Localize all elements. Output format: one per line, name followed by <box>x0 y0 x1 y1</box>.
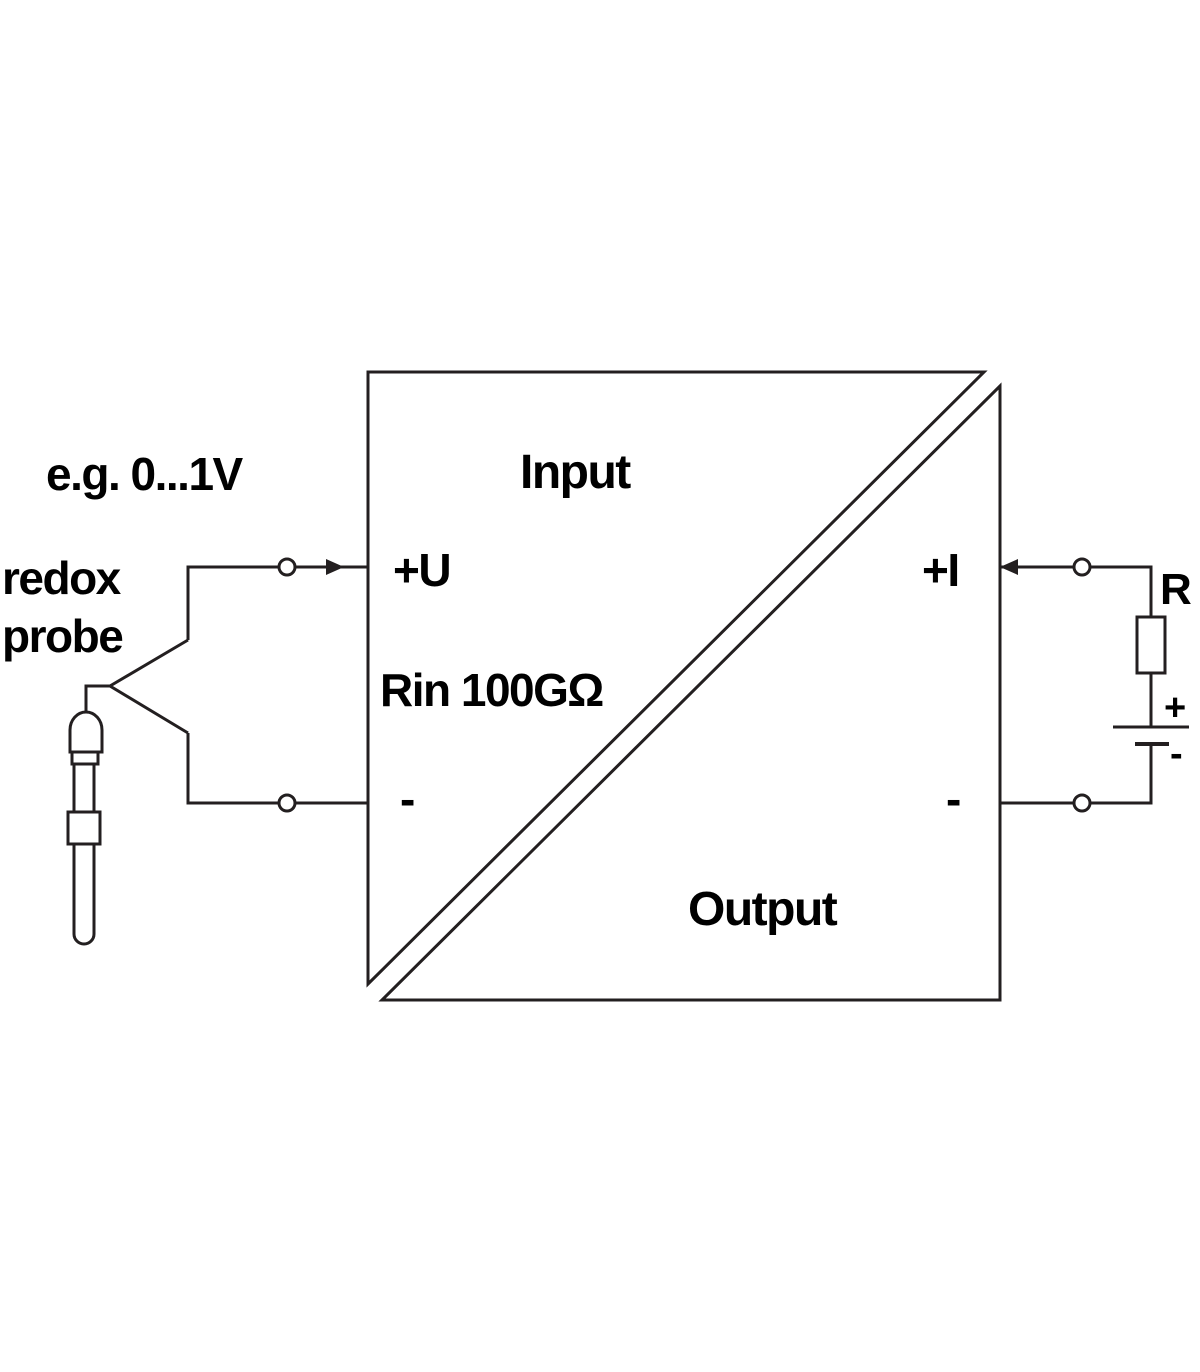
battery-plus-label: + <box>1164 687 1185 729</box>
output-label: Output <box>688 883 838 936</box>
output-block <box>378 382 1002 1002</box>
input-negative-terminal <box>277 793 297 813</box>
input-arrow-icon <box>326 559 344 575</box>
probe-label-line1: redox <box>2 552 122 604</box>
resistor-icon <box>1135 615 1167 675</box>
input-positive-label: +U <box>393 544 450 596</box>
input-negative-label: - <box>400 773 414 825</box>
input-label: Input <box>520 446 631 499</box>
output-positive-label: +I <box>922 544 959 596</box>
output-negative-label: - <box>946 773 960 825</box>
resistor-label: R <box>1160 565 1191 614</box>
battery-minus-label: - <box>1170 733 1182 775</box>
probe-positive-lead <box>186 565 279 640</box>
probe-cable <box>84 684 110 712</box>
voltage-range-label: e.g. 0...1V <box>46 448 244 500</box>
probe-label-line2: probe <box>2 610 123 662</box>
load-wire-bottom <box>1090 744 1153 805</box>
output-arrow-icon <box>1000 559 1018 575</box>
redox-probe-icon <box>66 710 104 946</box>
probe-negative-lead <box>186 733 279 805</box>
load-wire-top <box>1090 565 1153 617</box>
input-block <box>366 370 988 988</box>
input-positive-terminal <box>277 557 297 577</box>
output-positive-terminal <box>1072 557 1092 577</box>
output-negative-terminal <box>1072 793 1092 813</box>
input-resistance-label: Rin 100GΩ <box>380 664 603 716</box>
